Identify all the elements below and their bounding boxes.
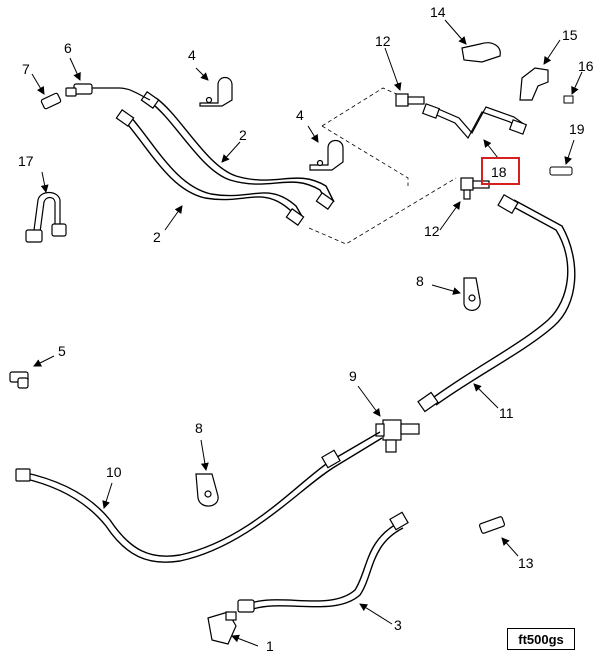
part-18-fittings (421, 103, 528, 135)
callout-4-upper[interactable]: 4 (188, 47, 196, 63)
hose-3-fittings (237, 511, 409, 613)
hose-11-fittings (417, 193, 519, 413)
callout-16[interactable]: 16 (578, 58, 594, 74)
callout-8-lower[interactable]: 8 (195, 420, 203, 436)
part-4-clamp-lower (309, 139, 344, 171)
callout-4-lower[interactable]: 4 (296, 107, 304, 123)
part-18-tube (431, 106, 526, 140)
callout-12-upper[interactable]: 12 (375, 33, 391, 49)
callout-12-lower[interactable]: 12 (424, 223, 440, 239)
callout-3[interactable]: 3 (394, 617, 402, 633)
callout-18[interactable]: 18 (491, 164, 507, 180)
part-5-elbow (9, 371, 29, 389)
callout-15[interactable]: 15 (562, 27, 578, 43)
part-14-clamp (461, 42, 501, 63)
hose-2-upper (149, 97, 335, 208)
callout-10[interactable]: 10 (106, 464, 122, 480)
callout-17[interactable]: 17 (18, 153, 34, 169)
callout-11[interactable]: 11 (499, 405, 514, 421)
tube-6 (92, 87, 151, 101)
part-16-cap (563, 95, 574, 104)
hose-2-lower (123, 115, 304, 223)
callout-1[interactable]: 1 (266, 638, 274, 654)
hose-fittings (115, 91, 335, 226)
callout-5[interactable]: 5 (58, 343, 66, 359)
part-13-fitting (478, 516, 506, 534)
part-19-fitting (549, 166, 573, 176)
callout-7[interactable]: 7 (22, 61, 30, 77)
part-12-tee-upper (395, 93, 425, 107)
leader-lines (31, 19, 583, 647)
hose-3 (247, 521, 404, 611)
callout-13[interactable]: 13 (518, 555, 534, 571)
part-8-bracket-upper (463, 277, 481, 311)
callout-2-lower[interactable]: 2 (153, 229, 161, 245)
hose-10 (21, 431, 383, 563)
figure-code-label: ft500gs (507, 628, 575, 650)
part-17-u-tube (33, 191, 61, 233)
part-1-elbow (207, 611, 237, 645)
callout-8-upper[interactable]: 8 (416, 273, 424, 289)
callout-19[interactable]: 19 (569, 121, 585, 137)
callout-6[interactable]: 6 (64, 40, 72, 56)
callout-9[interactable]: 9 (349, 368, 357, 384)
part-8-bracket-lower (195, 473, 219, 507)
highlight-box-18 (481, 157, 520, 185)
part-17-fittings (25, 223, 67, 243)
part-6-elbow (65, 83, 93, 97)
part-7-fitting (40, 92, 62, 110)
part-4-clamp-upper (199, 76, 233, 107)
hose-10-fittings (15, 449, 341, 482)
callout-2-upper[interactable]: 2 (239, 127, 247, 143)
part-9-tee (375, 419, 420, 453)
part-15-elbow (519, 67, 549, 101)
callout-14[interactable]: 14 (430, 4, 446, 20)
hose-11 (429, 199, 576, 406)
